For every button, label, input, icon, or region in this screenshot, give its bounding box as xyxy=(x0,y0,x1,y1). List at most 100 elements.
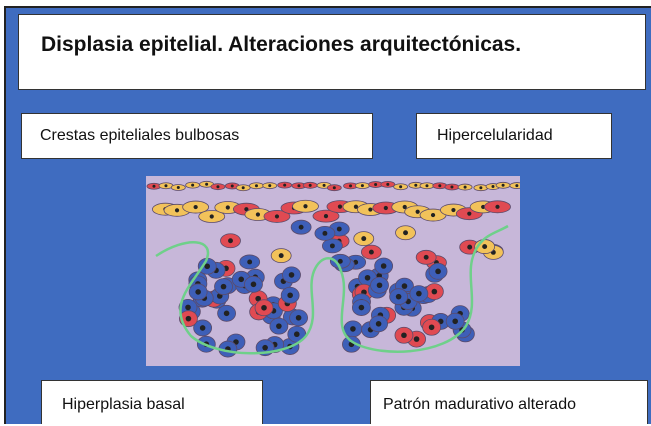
cell-nucleus xyxy=(210,214,214,218)
cell-nucleus xyxy=(177,186,180,189)
cell-nucleus xyxy=(221,284,227,290)
cell-nucleus xyxy=(195,289,201,295)
cell-nucleus xyxy=(275,214,279,218)
cell-nucleus xyxy=(361,236,366,241)
cell-nucleus xyxy=(333,186,336,189)
cell-nucleus xyxy=(287,292,293,298)
cell-nucleus xyxy=(299,225,304,230)
cell-nucleus xyxy=(502,184,505,187)
cell-nucleus xyxy=(261,305,267,311)
cell-nucleus xyxy=(416,291,422,297)
cell-nucleus xyxy=(464,186,467,189)
cell-nucleus xyxy=(495,205,499,209)
cell-nucleus xyxy=(164,184,167,187)
cell-nucleus xyxy=(322,231,327,236)
cell-nucleus xyxy=(359,305,365,311)
cell-nucleus xyxy=(228,238,233,243)
cell-nucleus xyxy=(369,250,374,255)
label-crestas-epiteliales: Crestas epiteliales bulbosas xyxy=(21,113,373,159)
cell-nucleus xyxy=(309,184,312,187)
cell-nucleus xyxy=(399,185,402,188)
cell-nucleus xyxy=(467,245,472,250)
cell-nucleus xyxy=(479,186,482,189)
cell-nucleus xyxy=(323,184,326,187)
cell-nucleus xyxy=(255,184,258,187)
cell-nucleus xyxy=(294,331,300,337)
cell-nucleus xyxy=(224,310,230,316)
cell-nucleus xyxy=(289,272,295,278)
cell-nucleus xyxy=(414,184,417,187)
cell-nucleus xyxy=(268,184,271,187)
cell-nucleus xyxy=(185,305,191,311)
cell-nucleus xyxy=(450,185,453,188)
cell-nucleus xyxy=(303,204,307,208)
cell-nucleus xyxy=(297,184,300,187)
cell-nucleus xyxy=(467,212,471,216)
cell-nucleus xyxy=(401,332,407,338)
cell-nucleus xyxy=(452,318,458,324)
cell-nucleus xyxy=(152,185,155,188)
cell-nucleus xyxy=(251,282,257,288)
cell-nucleus xyxy=(350,326,356,332)
squamous-cell xyxy=(510,183,520,189)
cell-nucleus xyxy=(438,184,441,187)
cell-nucleus xyxy=(338,205,342,209)
cell-nucleus xyxy=(262,345,268,351)
label-patron-madurativo: Patrón madurativo alterado xyxy=(370,380,648,424)
cell-nucleus xyxy=(416,210,420,214)
cell-nucleus xyxy=(279,253,284,258)
cell-nucleus xyxy=(386,183,389,186)
cell-nucleus xyxy=(191,184,194,187)
cell-nucleus xyxy=(431,213,435,217)
cell-nucleus xyxy=(324,214,328,218)
cell-nucleus xyxy=(242,186,245,189)
label-patron-text: Patrón madurativo alterado xyxy=(383,396,576,414)
slide-title: Displasia epitelial. Alteraciones arquit… xyxy=(41,33,521,57)
cell-nucleus xyxy=(194,205,198,209)
cell-nucleus xyxy=(414,336,420,342)
cell-nucleus xyxy=(216,185,219,188)
cell-nucleus xyxy=(491,185,494,188)
cell-nucleus xyxy=(425,184,428,187)
cell-nucleus xyxy=(374,183,377,186)
cell-nucleus xyxy=(337,227,342,232)
cell-nucleus xyxy=(231,184,234,187)
cell-nucleus xyxy=(365,275,371,281)
cell-nucleus xyxy=(175,208,179,212)
cell-nucleus xyxy=(482,244,487,249)
label-crestas-text: Crestas epiteliales bulbosas xyxy=(40,127,239,145)
cell-nucleus xyxy=(435,269,441,275)
cell-nucleus xyxy=(451,208,455,212)
cell-nucleus xyxy=(403,230,408,235)
cell-nucleus xyxy=(205,183,208,186)
cell-nucleus xyxy=(368,207,372,211)
title-box: Displasia epitelial. Alteraciones arquit… xyxy=(18,14,646,90)
cell-nucleus xyxy=(226,205,230,209)
cell-nucleus xyxy=(396,294,402,300)
cell-nucleus xyxy=(186,316,192,322)
cell-nucleus xyxy=(376,321,382,327)
cell-nucleus xyxy=(432,289,438,295)
cell-nucleus xyxy=(515,184,518,187)
cell-nucleus xyxy=(429,324,435,330)
slide: Displasia epitelial. Alteraciones arquit… xyxy=(4,6,651,424)
cell-nucleus xyxy=(361,184,364,187)
cell-nucleus xyxy=(381,263,387,269)
cell-nucleus xyxy=(402,283,408,289)
cell-nucleus xyxy=(296,315,302,321)
cell-nucleus xyxy=(200,325,206,331)
cell-nucleus xyxy=(330,243,335,248)
cell-nucleus xyxy=(424,255,429,260)
cell-nucleus xyxy=(349,184,352,187)
cell-nucleus xyxy=(283,184,286,187)
cell-nucleus xyxy=(238,277,244,283)
label-basal-text: Hiperplasia basal xyxy=(62,396,185,414)
cell-nucleus xyxy=(247,260,252,265)
label-hipercelularidad-text: Hipercelularidad xyxy=(437,127,553,145)
cell-nucleus xyxy=(276,323,282,329)
label-hipercelularidad: Hipercelularidad xyxy=(416,113,612,159)
cell-nucleus xyxy=(377,282,383,288)
epithelium-illustration xyxy=(146,176,520,366)
label-hiperplasia-basal: Hiperplasia basal xyxy=(41,380,263,424)
cell-nucleus xyxy=(384,206,388,210)
